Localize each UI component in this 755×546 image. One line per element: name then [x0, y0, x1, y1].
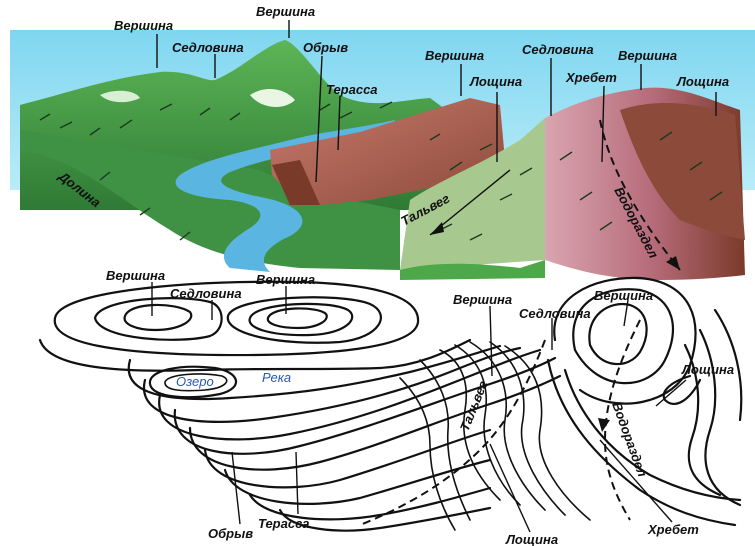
map-label-watershed: Водораздел — [609, 400, 650, 479]
label-summit-1: Вершина — [114, 18, 173, 33]
label-cliff: Обрыв — [303, 40, 348, 55]
watershed-arrowhead-map — [598, 418, 610, 432]
map-label-river: Река — [262, 370, 291, 385]
map-label-saddle-1: Седловина — [170, 286, 242, 301]
map-label-summit-4: Вершина — [594, 288, 653, 303]
map-label-gully-1: Лощина — [681, 362, 734, 377]
map-label-summit-1: Вершина — [106, 268, 165, 283]
label-saddle-2: Седловина — [522, 42, 594, 57]
map-label-saddle-2: Седловина — [519, 306, 591, 321]
gully-contours — [400, 342, 590, 530]
label-ridge: Хребет — [565, 70, 617, 85]
map-label-summit-3: Вершина — [453, 292, 512, 307]
label-gully-2: Лощина — [676, 74, 729, 89]
map-label-terrace: Терасса — [258, 516, 310, 531]
label-summit-4: Вершина — [618, 48, 677, 63]
main-contours — [40, 340, 560, 531]
map-label-cliff: Обрыв — [208, 526, 253, 541]
label-summit-3: Вершина — [425, 48, 484, 63]
map-label-summit-2: Вершина — [256, 272, 315, 287]
landscape-panel: Вершина Седловина Вершина Обрыв Терасса … — [10, 4, 755, 280]
label-summit-2: Вершина — [256, 4, 315, 19]
map-label-gully-2: Лощина — [505, 532, 558, 546]
label-gully-1: Лощина — [469, 74, 522, 89]
label-terrace: Терасса — [326, 82, 378, 97]
map-label-lake: Озеро — [176, 374, 214, 389]
label-saddle-1: Седловина — [172, 40, 244, 55]
contour-map-panel: Вершина Седловина Вершина Вершина Седлов… — [40, 268, 741, 546]
map-label-ridge: Хребет — [647, 522, 699, 537]
